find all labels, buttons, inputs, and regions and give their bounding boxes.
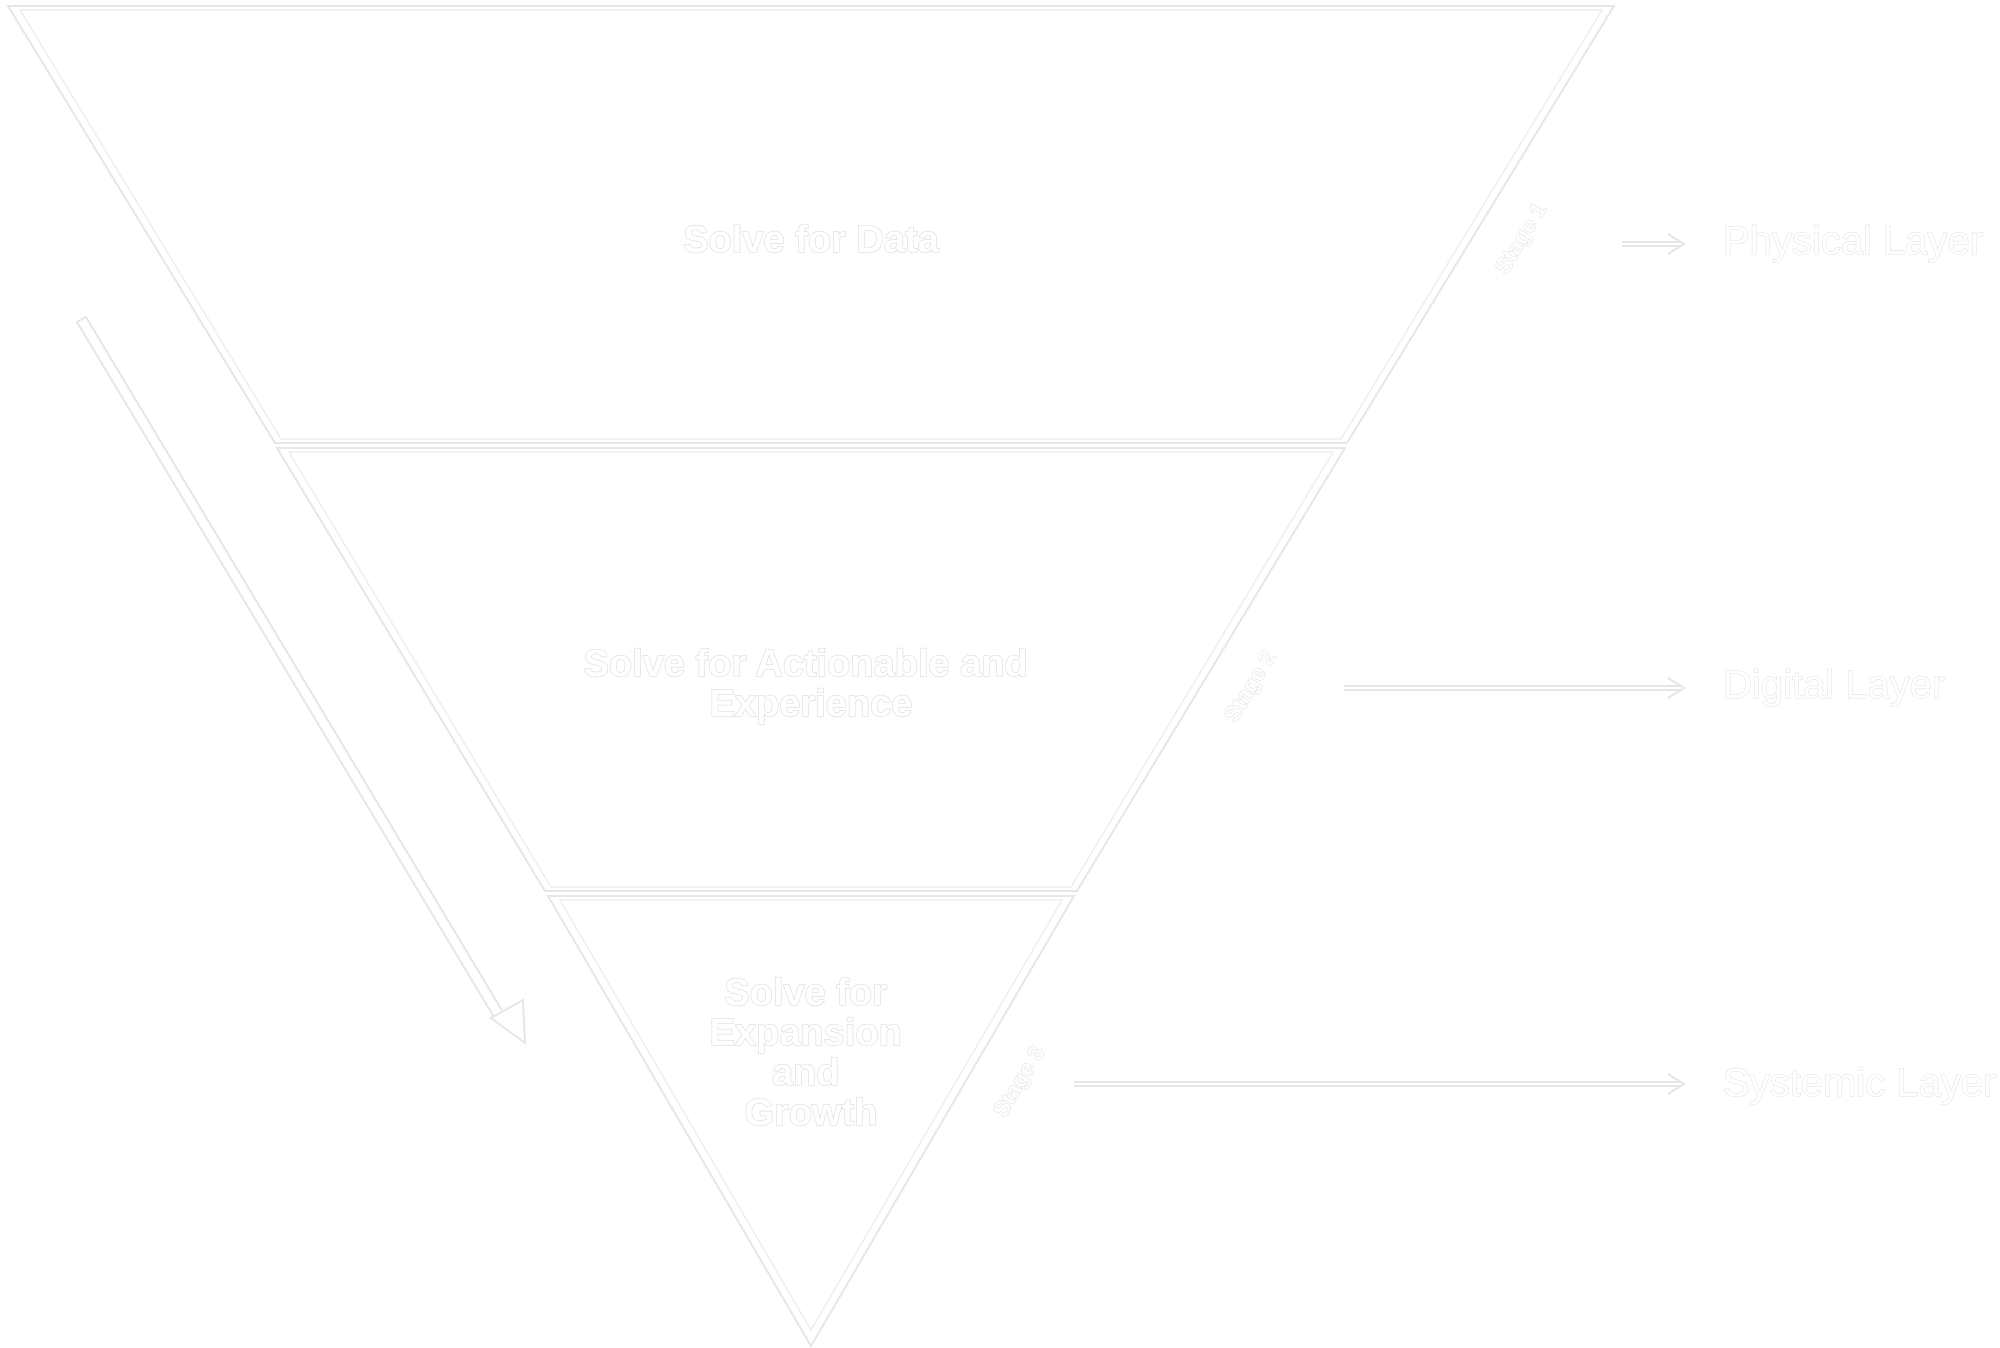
stage-3-tag: Stage 3 (988, 1041, 1050, 1121)
stage-2-title-line: Experience (710, 683, 913, 725)
stage-3-title: Solve for Expansion and Growth (710, 972, 913, 1134)
stage-2-title-line: Solve for Actionable and (584, 643, 1028, 685)
stage-2-title: Solve for Actionable and Experience (584, 643, 1039, 725)
funnel-section-3-outline (546, 895, 1076, 1348)
right-arrow-icon (1074, 1073, 1686, 1095)
flow-arrow-head (489, 998, 527, 1046)
right-arrow-icon (1622, 233, 1686, 255)
stage-1-tag: Stage 1 (1490, 198, 1552, 278)
stage-3-title-line: and (772, 1052, 840, 1094)
funnel-section-1-inner-outline (18, 9, 1604, 440)
funnel-section-2 (275, 447, 1347, 892)
right-arrow-icon (1344, 677, 1686, 699)
stage-2-tag: Stage 2 (1219, 646, 1281, 726)
stage-3-title-line: Expansion (710, 1012, 902, 1054)
stage-3-title-line: Growth (745, 1092, 878, 1134)
funnel-section-1-outline (6, 5, 1616, 444)
layer-label-2: Digital Layer (1723, 663, 1945, 707)
flow-arrow-shaft (75, 315, 505, 1019)
funnel-section-2-outline (275, 447, 1347, 892)
funnel-section-3-inner-outline (558, 899, 1064, 1332)
diagonal-down-arrow-icon (75, 315, 527, 1046)
stage-3-title-line: Solve for (724, 972, 887, 1014)
layer-label-1: Physical Layer (1723, 219, 1983, 263)
stage-1-title: Solve for Data (683, 219, 939, 261)
layer-label-3: Systemic Layer (1723, 1061, 1996, 1105)
stage-1-title-line: Solve for Data (683, 219, 939, 261)
funnel-section-3 (546, 895, 1076, 1348)
funnel-section-2-inner-outline (287, 451, 1335, 888)
funnel-section-1 (6, 5, 1616, 444)
